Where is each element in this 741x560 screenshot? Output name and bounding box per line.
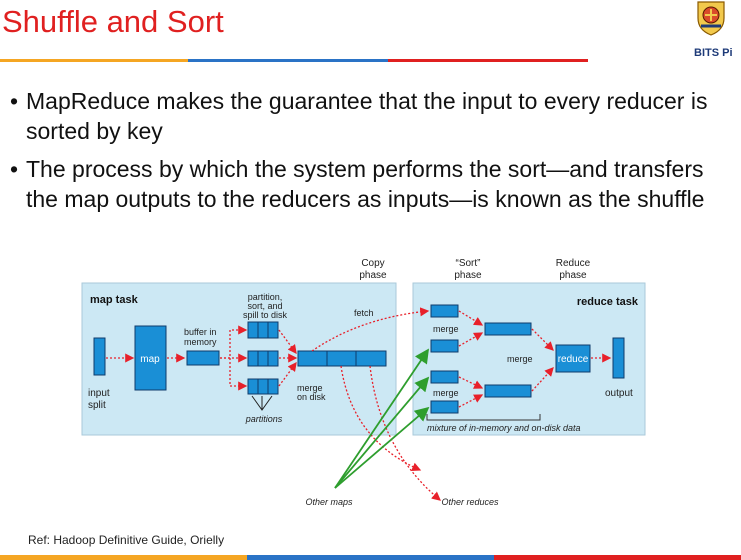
title-rule-blue	[188, 59, 388, 62]
bullet-list: •MapReduce makes the guarantee that the …	[10, 86, 730, 222]
output-block	[612, 337, 625, 379]
partitions-bracket	[251, 395, 273, 411]
bullet-item: •The process by which the system perform…	[10, 156, 705, 212]
fetched-block	[430, 370, 459, 384]
arrow-merge	[458, 332, 484, 347]
map-block	[134, 325, 167, 391]
footer-bar-blue	[247, 555, 494, 560]
merge-on-disk-label: on disk	[297, 392, 326, 402]
phase-sort-label: phase	[454, 270, 482, 281]
buffer-label: memory	[184, 337, 217, 347]
reduce-label: reduce	[558, 354, 589, 365]
arrow-buffer-to-spill	[229, 358, 248, 391]
merge-on-disk-label: merge	[297, 383, 323, 393]
reduce-task-label: reduce task	[577, 296, 639, 308]
spill-file	[247, 378, 279, 395]
arrow-merge	[458, 310, 484, 326]
other-maps-arrow	[334, 348, 430, 489]
phase-copy-label: phase	[359, 270, 387, 281]
arrow-fetch	[311, 307, 430, 352]
fetched-block	[430, 304, 459, 318]
partition-sort-spill-label: sort, and	[247, 301, 282, 311]
other-maps-label: Other maps	[305, 497, 353, 507]
input-split-label: input	[88, 388, 110, 399]
arrow-to-reduce	[531, 328, 554, 351]
bullet-text: MapReduce makes the guarantee that the i…	[26, 88, 708, 144]
spill-file	[247, 321, 279, 339]
map-label: map	[140, 354, 160, 365]
fetch-label: fetch	[354, 308, 374, 318]
partitions-label: partitions	[245, 414, 283, 424]
input-split-block	[93, 337, 106, 376]
phase-sort-label: “Sort”	[456, 258, 481, 269]
title-rule-red	[388, 59, 588, 62]
merge-label: merge	[433, 388, 459, 398]
partition-sort-spill-label: spill to disk	[243, 310, 288, 320]
buffer-label: buffer in	[184, 327, 216, 337]
buffer-block	[186, 350, 220, 366]
logo-text: BITS Pi	[694, 47, 733, 59]
arrow-to-reduce	[531, 367, 554, 392]
input-split-label: split	[88, 400, 106, 411]
reference-note: Ref: Hadoop Definitive Guide, Orielly	[28, 533, 225, 547]
map-output-file	[297, 350, 387, 367]
title-rule-orange	[0, 59, 188, 62]
merged-block	[484, 384, 532, 398]
bullet-item: •MapReduce makes the guarantee that the …	[10, 88, 708, 144]
footer-bar-orange	[0, 555, 247, 560]
map-task-label: map task	[90, 294, 139, 306]
fetched-block	[430, 339, 459, 353]
merged-block	[484, 322, 532, 336]
fetched-block	[430, 400, 459, 414]
arrow-spill-to-merge	[278, 329, 297, 355]
other-maps-arrow	[334, 376, 430, 489]
phase-copy-label: Copy	[361, 258, 384, 269]
arrow-merge	[458, 376, 484, 389]
arrow-merge	[458, 394, 484, 408]
other-maps-arrow	[334, 406, 430, 489]
bullet-text: The process by which the system performs…	[26, 156, 705, 212]
phase-reduce-label: phase	[559, 270, 587, 281]
output-label: output	[605, 388, 633, 399]
reduce-block	[555, 344, 591, 373]
mixture-note: mixture of in-memory and on-disk data	[427, 423, 581, 433]
merge-label: merge	[433, 324, 459, 334]
other-reduces-label: Other reduces	[441, 497, 499, 507]
phase-reduce-label: Reduce	[556, 258, 591, 269]
arrow-spill-to-merge	[278, 361, 297, 387]
spill-file	[247, 350, 279, 367]
footer-bar-red	[494, 555, 741, 560]
partition-sort-spill-label: partition,	[248, 292, 283, 302]
merge-label: merge	[507, 354, 533, 364]
slide-title: Shuffle and Sort	[2, 4, 224, 39]
bits-logo-icon	[697, 1, 725, 36]
arrow-to-other-reduce	[369, 365, 441, 501]
